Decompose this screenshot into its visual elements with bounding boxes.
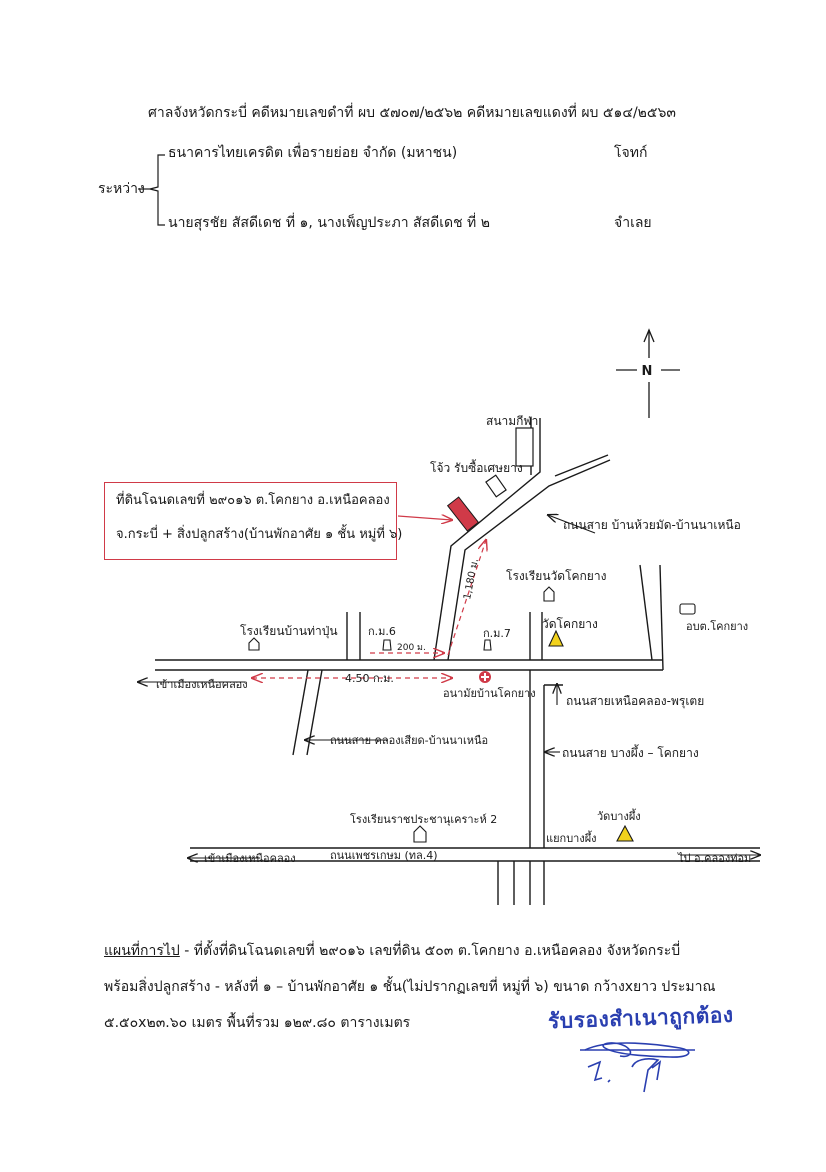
stadium-label: สนามกีฬา	[486, 414, 538, 428]
wat-bang-phueng-label: วัดบางผึ้ง	[597, 808, 641, 823]
school-wat-icon	[543, 586, 555, 602]
party-bracket	[138, 154, 165, 226]
school-pracha-label: โรงเรียนราชประชานุเคราะห์ 2	[350, 812, 497, 826]
footer-line3: ๕.๕๐x๒๓.๖๐ เมตร พื้นที่รวม ๑๒๙.๘๐ ตารางเ…	[104, 1015, 411, 1031]
school-thapun-label: โรงเรียนบ้านท่าปุ่น	[240, 624, 338, 639]
land-description-box	[104, 482, 397, 560]
health-center-label: อนามัยบ้านโคกยาง	[443, 686, 536, 700]
phetkasem-label: ถนนเพชรเกษม (ทล.4)	[330, 849, 438, 862]
school-icons	[248, 586, 696, 843]
to-nuea-khlong-label-1: เข้าเมืองเหนือคลอง	[156, 678, 248, 691]
signature-icon	[580, 1042, 695, 1093]
defendant-role: จำเลย	[614, 215, 652, 231]
distance-lines	[252, 540, 486, 678]
land-plot-icon	[446, 496, 480, 532]
north-compass-icon	[616, 328, 680, 418]
wat-bangphueng-icon	[616, 824, 634, 842]
dist-1180-label: 1,180 ม.	[462, 558, 481, 601]
footer-line1: แผนที่การไป - ที่ตั้งที่ดินโฉนดเลขที่ ๒๙…	[104, 944, 680, 958]
footer-line1-rest: - ที่ตั้งที่ดินโฉนดเลขที่ ๒๙๐๑๖ เลขที่ดิ…	[179, 943, 681, 959]
plaintiff-role: โจทก์	[614, 145, 648, 161]
label-arrows	[138, 515, 760, 858]
wat-label: วัดโคกยาง	[542, 617, 598, 631]
footer-line2: พร้อมสิ่งปลูกสร้าง - หลังที่ ๑ – บ้านพัก…	[104, 979, 716, 995]
stadium-icon	[515, 427, 534, 467]
to-nuea-khlong-label-2: เข้าเมืองเหนือคลอง	[204, 852, 296, 865]
dist-200-label: 200 ม.	[397, 643, 426, 653]
road-khlong-siad-label: ถนนสาย คลองเสียด-บ้านนาเหนือ	[330, 734, 488, 747]
km7-label: ก.ม.7	[483, 627, 511, 640]
between-label: ระหว่าง	[98, 181, 145, 197]
court-case-line: ศาลจังหวัดกระบี่ คดีหมายเลขดำที่ ผบ ๕๗๐๗…	[148, 105, 676, 121]
land-box-line1: ที่ดินโฉนดเลขที่ ๒๙๐๑๖ ต.โคกยาง อ.เหนือค…	[116, 493, 390, 508]
plaintiff-name: ธนาคารไทยเครดิต เพื่อรายย่อย จำกัด (มหาช…	[168, 145, 458, 161]
road-huaimat-label: ถนนสาย บ้านห้วยมัด-บ้านนาเหนือ	[563, 518, 741, 532]
yaek-bang-phueng-label: แยกบางผึ้ง	[546, 830, 597, 845]
road-nuea-khlong-label: ถนนสายเหนือคลอง-พรุเตย	[566, 694, 704, 709]
km-post-icons	[382, 639, 492, 651]
dist-450-label: 4.50 ก.ม.	[345, 672, 394, 685]
defendant-name: นายสุรชัย สัสดีเดช ที่ ๑, นางเพ็ญประภา ส…	[168, 215, 490, 231]
map-title: แผนที่การไป	[104, 943, 180, 959]
obt-label: อบต.โคกยาง	[686, 619, 748, 633]
rubber-buyer-label: โจ้ว รับซื้อเศษยาง	[430, 459, 523, 475]
wat-kokyang-icon	[548, 629, 564, 647]
road-bang-phueng-label: ถนนสาย บางผึ้ง – โคกยาง	[562, 744, 699, 760]
school-pracha-icon	[413, 825, 427, 843]
north-label: N	[642, 364, 653, 379]
km6-label: ก.ม.6	[368, 625, 396, 638]
school-thapun-icon	[248, 637, 260, 651]
rubber-buyer-icon	[485, 474, 507, 498]
to-khlong-thom-label: ไป อ.คลองท่อม	[677, 852, 751, 865]
health-center-icon	[479, 671, 491, 683]
land-box-line2: จ.กระบี่ + สิ่งปลูกสร้าง(บ้านพักอาศัย ๑ …	[116, 527, 403, 542]
obt-icon	[679, 603, 696, 615]
school-wat-label: โรงเรียนวัดโคกยาง	[506, 569, 606, 583]
